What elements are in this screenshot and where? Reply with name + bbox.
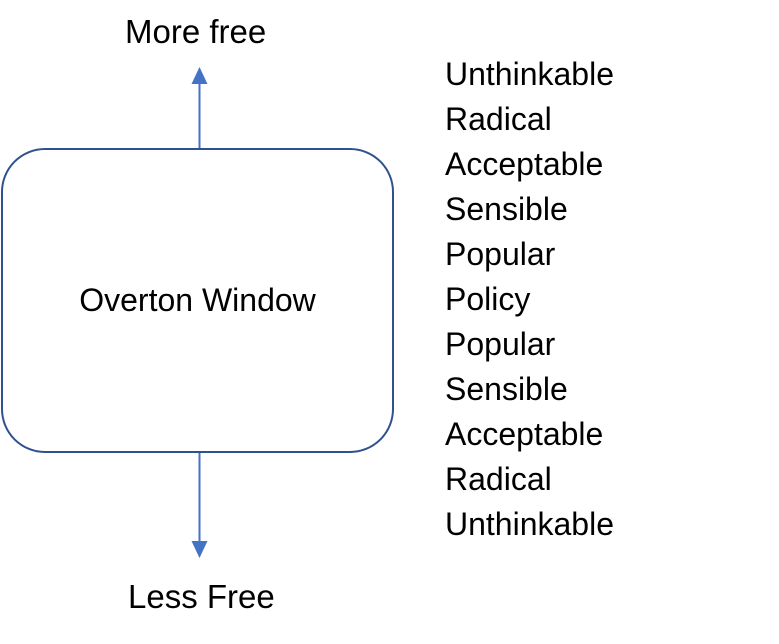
spectrum-item: Unthinkable — [445, 56, 614, 92]
arrow-down-icon — [191, 541, 208, 558]
spectrum-item: Sensible — [445, 191, 568, 227]
spectrum-item: Policy — [445, 281, 531, 317]
less-free-label: Less Free — [128, 578, 275, 615]
spectrum-item: Radical — [445, 101, 552, 137]
spectrum-item: Unthinkable — [445, 506, 614, 542]
spectrum-item: Radical — [445, 461, 552, 497]
spectrum-item: Sensible — [445, 371, 568, 407]
spectrum-item: Acceptable — [445, 416, 604, 452]
more-free-label: More free — [125, 13, 267, 50]
spectrum-item: Acceptable — [445, 146, 604, 182]
arrow-up-icon — [191, 67, 208, 84]
spectrum-item: Popular — [445, 326, 556, 362]
overton-window-box: Overton Window — [1, 148, 394, 453]
overton-window-label: Overton Window — [79, 282, 316, 318]
spectrum-item: Popular — [445, 236, 556, 272]
